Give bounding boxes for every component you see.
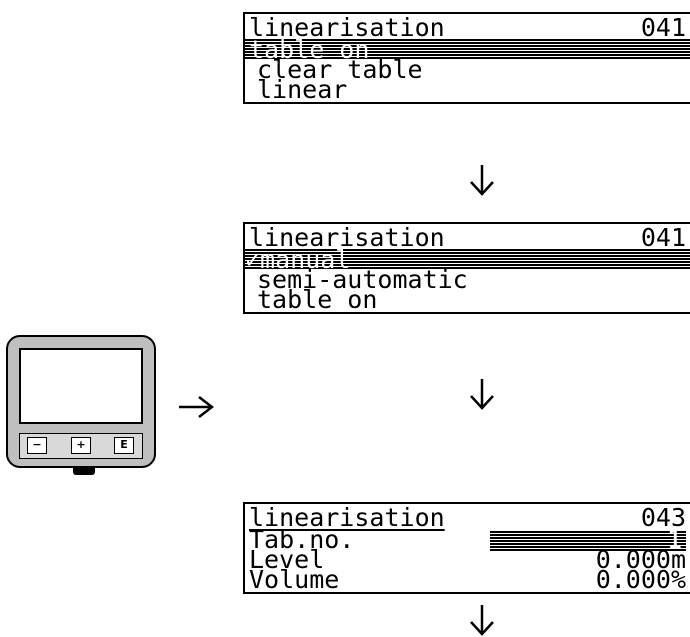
volume-value: 0.000%	[595, 565, 686, 594]
arrow-down-icon	[470, 165, 494, 196]
field-label: Tab.no.	[249, 525, 355, 554]
lcd-header-title: linearisation	[249, 13, 445, 42]
lcd-screen-1: linearisation 041 table on clear table l…	[243, 12, 690, 104]
menu-item-semi-automatic[interactable]: semi-automatic	[257, 265, 468, 294]
minus-key[interactable]: −	[27, 437, 47, 454]
level-value: 0.000m	[595, 545, 686, 574]
arrow-down-icon	[470, 379, 494, 410]
arrow-down-icon	[470, 605, 494, 636]
device-display-module: − + E	[6, 335, 156, 475]
lcd-screen-3: linearisation 043 Tab.no. 1 Level 0.000m…	[243, 502, 690, 594]
lcd-screen-2: linearisation 041 ✓manual semi-automatic…	[243, 222, 690, 314]
menu-item-table-on[interactable]: table on	[245, 37, 690, 62]
device-connector	[73, 468, 95, 475]
menu-item-linear[interactable]: linear	[257, 75, 348, 104]
lcd-header: linearisation 041	[249, 13, 690, 42]
menu-item-table-on[interactable]: table on	[257, 285, 378, 314]
lcd-header: linearisation 043	[249, 503, 690, 532]
device-keypad: − + E	[19, 433, 143, 459]
field-label: Level	[249, 545, 325, 574]
field-level: Level 0.000m	[249, 545, 690, 574]
arrow-right-icon	[179, 396, 214, 418]
tab-no-value: 1	[666, 525, 682, 554]
lcd-header-code: 041	[640, 13, 686, 42]
menu-item-clear-table[interactable]: clear table	[257, 55, 423, 84]
lcd-header-code: 041	[640, 223, 686, 252]
lcd-header: linearisation 041	[249, 223, 690, 252]
lcd-header-title: linearisation	[249, 503, 445, 532]
device-screen	[19, 348, 143, 424]
field-volume: Volume 0.000%	[249, 565, 690, 594]
menu-item-manual[interactable]: ✓manual	[245, 247, 690, 272]
lcd-header-title: linearisation	[249, 223, 445, 252]
tab-no-input[interactable]: 1	[490, 525, 686, 554]
enter-key[interactable]: E	[114, 437, 134, 454]
field-label: Volume	[249, 565, 340, 594]
lcd-header-code: 043	[640, 503, 686, 532]
plus-key[interactable]: +	[71, 437, 91, 454]
field-tab-no: Tab.no. 1	[249, 525, 690, 554]
